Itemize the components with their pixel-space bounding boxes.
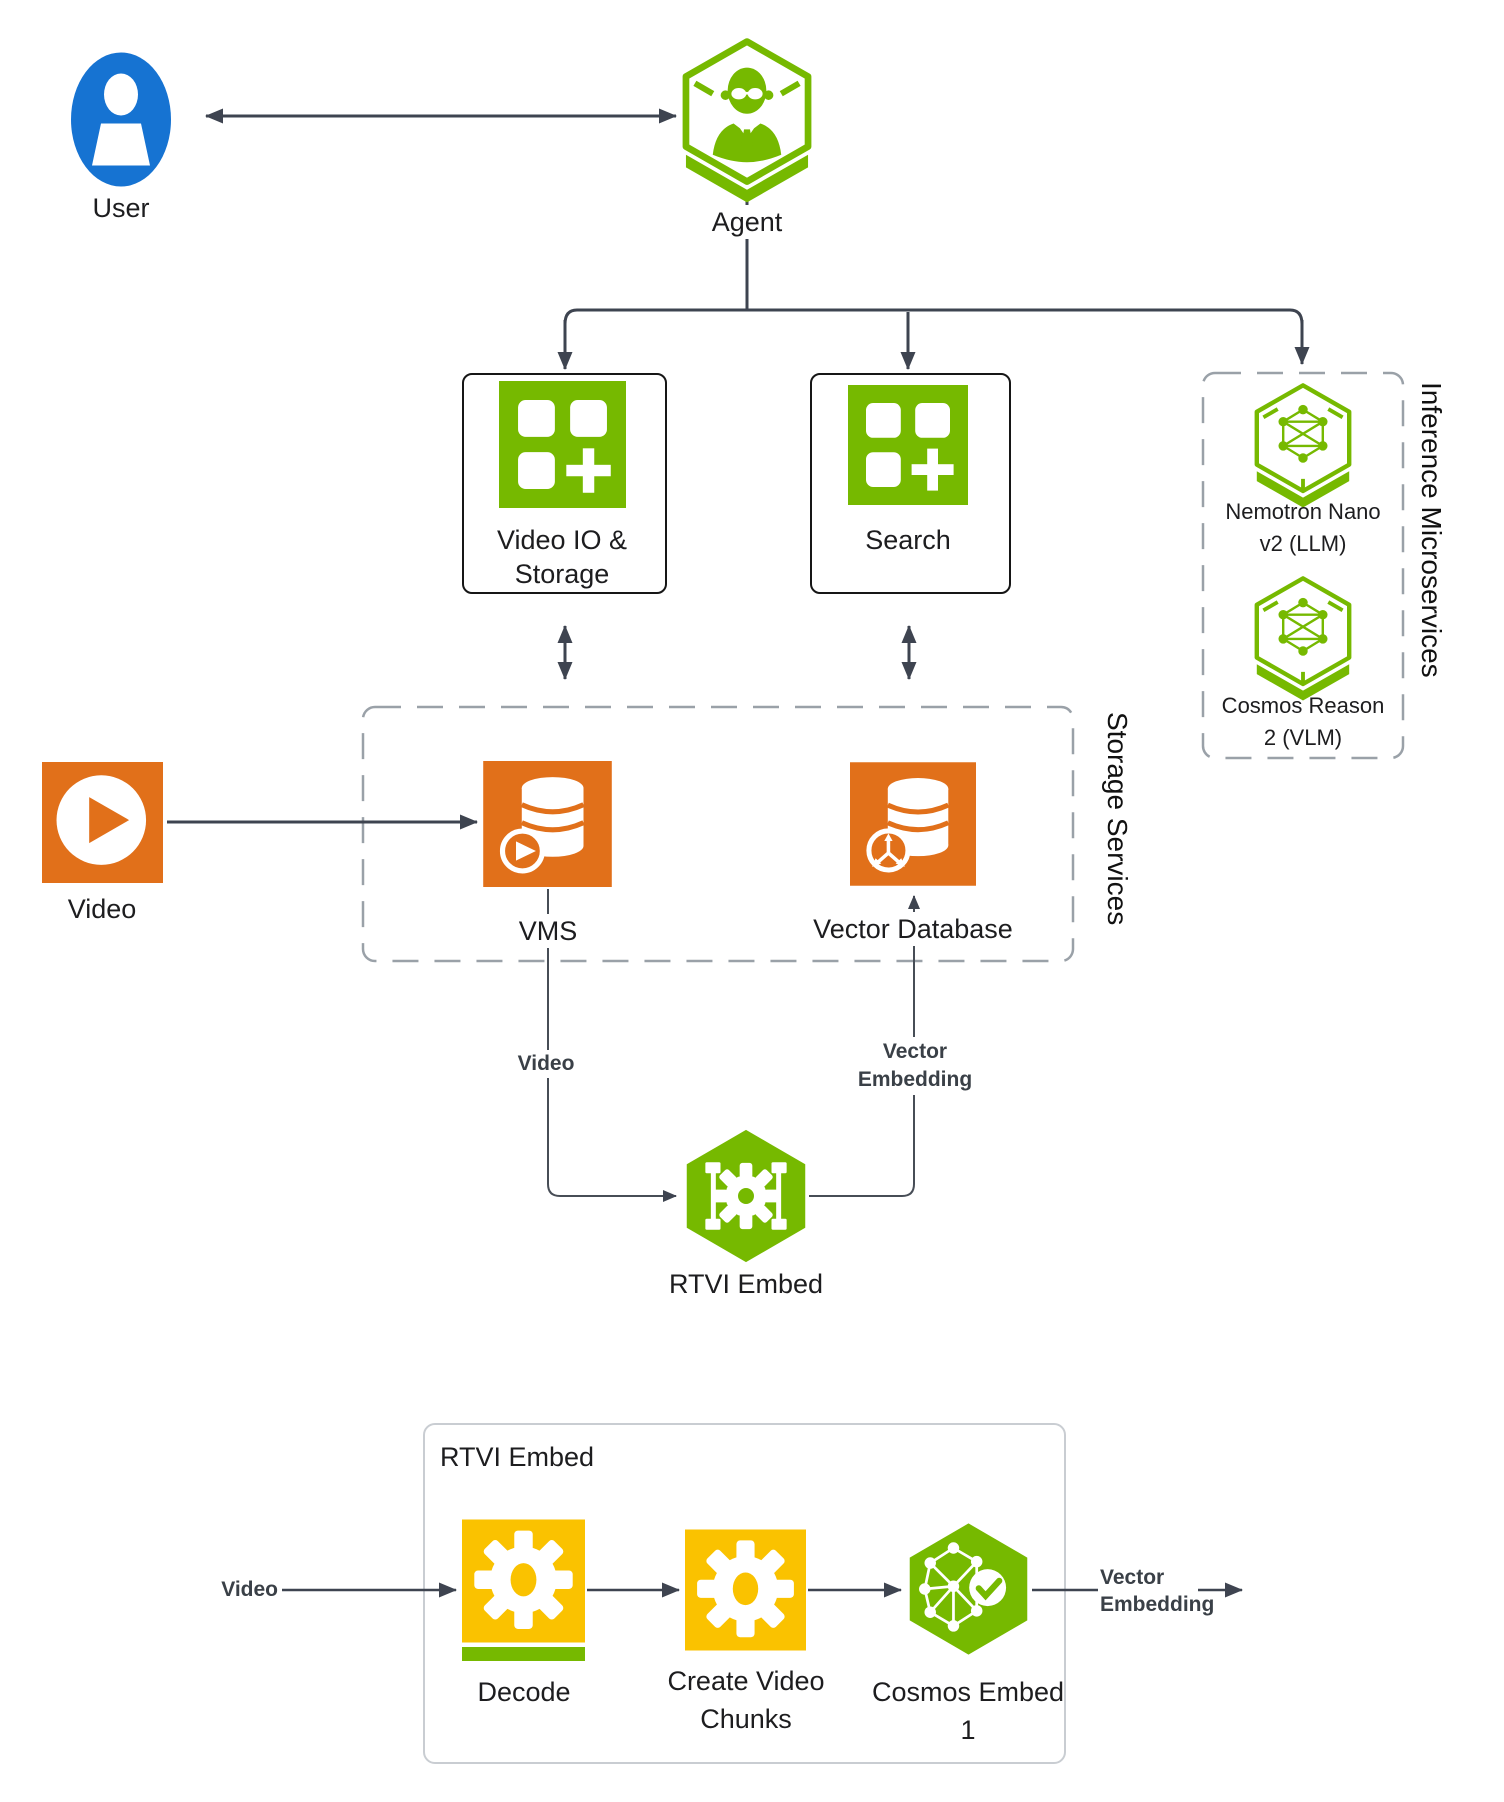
agent-label: Agent xyxy=(703,205,791,239)
rtvi-embed-hexagon-gear-icon xyxy=(686,1129,806,1263)
inference-microservices-group-border xyxy=(1201,371,1405,760)
edge-agent-branch xyxy=(563,308,1304,325)
cosmos-embed-label: Cosmos Embed 1 xyxy=(871,1677,1065,1745)
video-io-storage-label: Video IO & Storage xyxy=(496,525,628,589)
agent-avatar-hexagon-icon xyxy=(682,38,812,203)
video-io-grid-plus-icon xyxy=(499,381,626,508)
storage-services-group-border xyxy=(361,705,1075,963)
storage-services-group-label: Storage Services xyxy=(1102,712,1133,926)
video-edge-label: Video xyxy=(512,1050,580,1078)
vms-label: VMS xyxy=(512,914,584,948)
decode-gear-icon xyxy=(462,1519,585,1643)
user-label: User xyxy=(92,193,150,223)
cosmos-reason-nim-icon xyxy=(1254,576,1352,701)
video-io-storage-box xyxy=(462,373,667,594)
video-play-icon xyxy=(42,762,163,883)
rtvi-container-title: RTVI Embed xyxy=(440,1442,595,1472)
decode-label: Decode xyxy=(477,1677,571,1707)
vector-database-icon xyxy=(850,762,976,886)
nemotron-label: Nemotron Nano v2 (LLM) xyxy=(1225,499,1381,556)
vector-embedding-edge-label: Vector Embedding xyxy=(852,1037,978,1095)
cosmos-reason-label: Cosmos Reason 2 (VLM) xyxy=(1221,693,1385,750)
vms-database-play-icon xyxy=(483,761,612,887)
rtvi-embed-label: RTVI Embed xyxy=(668,1269,824,1299)
search-label: Search xyxy=(865,525,951,555)
inference-microservices-group-label: Inference Microservices xyxy=(1416,382,1447,678)
create-chunks-gear-icon xyxy=(685,1529,806,1651)
video-source-label: Video xyxy=(67,894,137,924)
create-chunks-label: Create Video Chunks xyxy=(667,1666,825,1734)
search-box xyxy=(810,373,1011,594)
cosmos-embed-hexagon-check-icon xyxy=(909,1523,1028,1655)
video-in-label: Video xyxy=(221,1578,278,1601)
vector-out-label: Vector Embedding xyxy=(1100,1566,1215,1616)
decode-green-bar xyxy=(462,1647,585,1661)
rtvi-embed-container xyxy=(423,1423,1066,1764)
edge-rtvi-vectordb xyxy=(809,895,920,1197)
user-person-icon xyxy=(71,52,171,187)
vector-database-label: Vector Database xyxy=(807,912,1019,946)
nemotron-nim-icon xyxy=(1254,383,1352,508)
edge-vms-rtvi xyxy=(547,889,677,1202)
search-grid-plus-icon xyxy=(848,385,968,505)
